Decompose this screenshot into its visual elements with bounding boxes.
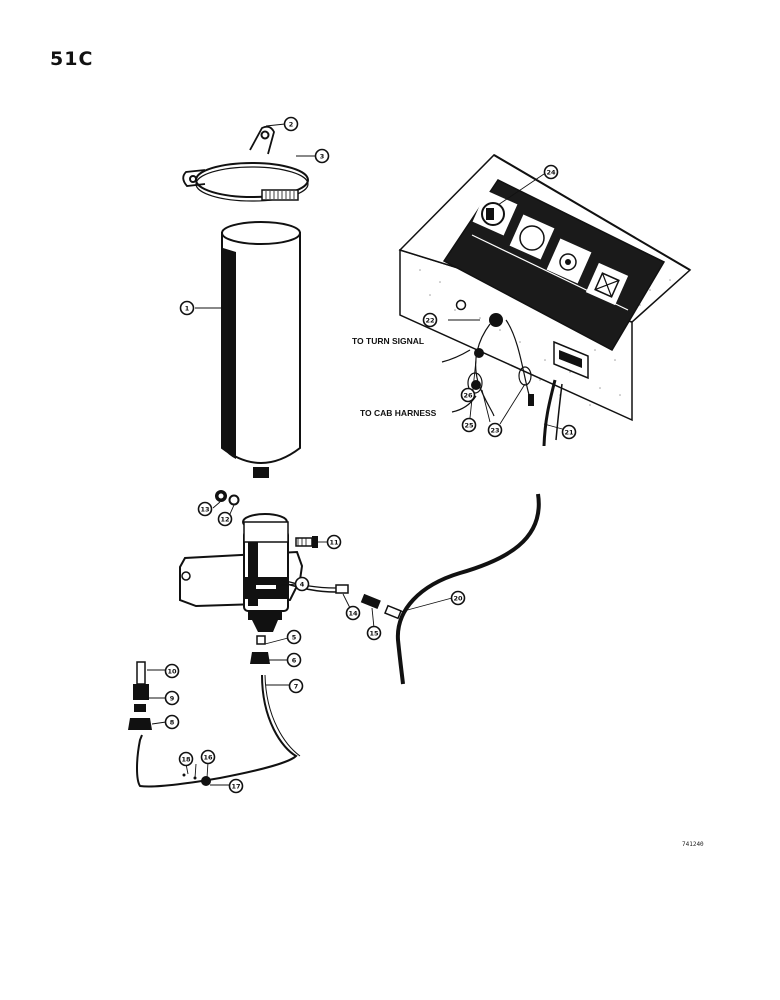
part-number: 22 [425,316,434,324]
part-callout-26: 26 [460,387,476,403]
part-callout-20: 20 [450,590,466,606]
part-number: 10 [167,667,177,675]
part-callouts: 1234567891011121314151617182021222324252… [164,116,577,794]
part-number: 8 [170,718,175,726]
part-callout-21: 21 [561,424,577,440]
label-to-cab-harness: TO CAB HARNESS [360,408,437,418]
part-number: 17 [231,782,240,790]
gauge-fitting [128,661,152,730]
bolt [295,536,318,548]
part-callout-25: 25 [461,417,477,433]
part-callout-4: 4 [294,576,310,592]
hose-connectors [281,579,402,620]
part-number: 4 [300,580,305,588]
part-callout-6: 6 [286,652,302,668]
part-number: 23 [490,426,499,434]
part-number: 2 [289,120,294,128]
filter-canister [221,221,301,478]
part-callout-10: 10 [164,663,180,679]
part-callout-5: 5 [286,629,302,645]
part-number: 14 [348,609,358,617]
part-callout-14: 14 [345,605,361,621]
part-number: 13 [200,505,209,513]
figure-id: 741240 [682,841,704,848]
part-callout-24: 24 [543,164,559,180]
mounting-clamp [182,125,309,202]
part-number: 5 [292,633,297,641]
nut-and-washer [215,490,240,506]
page-number: 51C [50,48,94,70]
hose-20 [395,493,541,685]
part-callout-3: 3 [314,148,330,164]
part-callout-9: 9 [164,690,180,706]
part-callout-23: 23 [487,422,503,438]
part-callout-8: 8 [164,714,180,730]
part-number: 6 [292,656,297,664]
part-number: 15 [369,629,379,637]
part-callout-12: 12 [217,511,233,527]
part-number: 21 [564,428,574,436]
part-callout-7: 7 [288,678,304,694]
tube-clamp [182,773,211,786]
part-number: 16 [203,753,213,761]
part-number: 25 [464,421,474,429]
part-callout-13: 13 [197,501,213,517]
part-callout-11: 11 [326,534,342,550]
part-callout-17: 17 [228,778,244,794]
part-number: 7 [294,682,299,690]
part-callout-1: 1 [179,300,195,316]
part-number: 3 [320,152,325,160]
part-number: 20 [453,594,463,602]
label-to-turn-signal: TO TURN SIGNAL [352,336,424,346]
part-number: 12 [220,515,229,523]
bracket-assembly [179,513,304,632]
dash-panel [398,154,692,447]
part-callout-15: 15 [366,625,382,641]
part-callout-16: 16 [200,749,216,765]
part-number: 1 [185,304,190,312]
fittings-5-6 [250,635,270,664]
part-number: 9 [170,694,175,702]
tube-7 [136,674,298,788]
part-number: 24 [546,168,556,176]
part-number: 26 [463,391,473,399]
part-callout-22: 22 [422,312,438,328]
leader-lines [147,123,567,786]
part-callout-2: 2 [283,116,299,132]
part-number: 11 [329,538,339,546]
part-number: 18 [181,755,191,763]
part-callout-18: 18 [178,751,194,767]
